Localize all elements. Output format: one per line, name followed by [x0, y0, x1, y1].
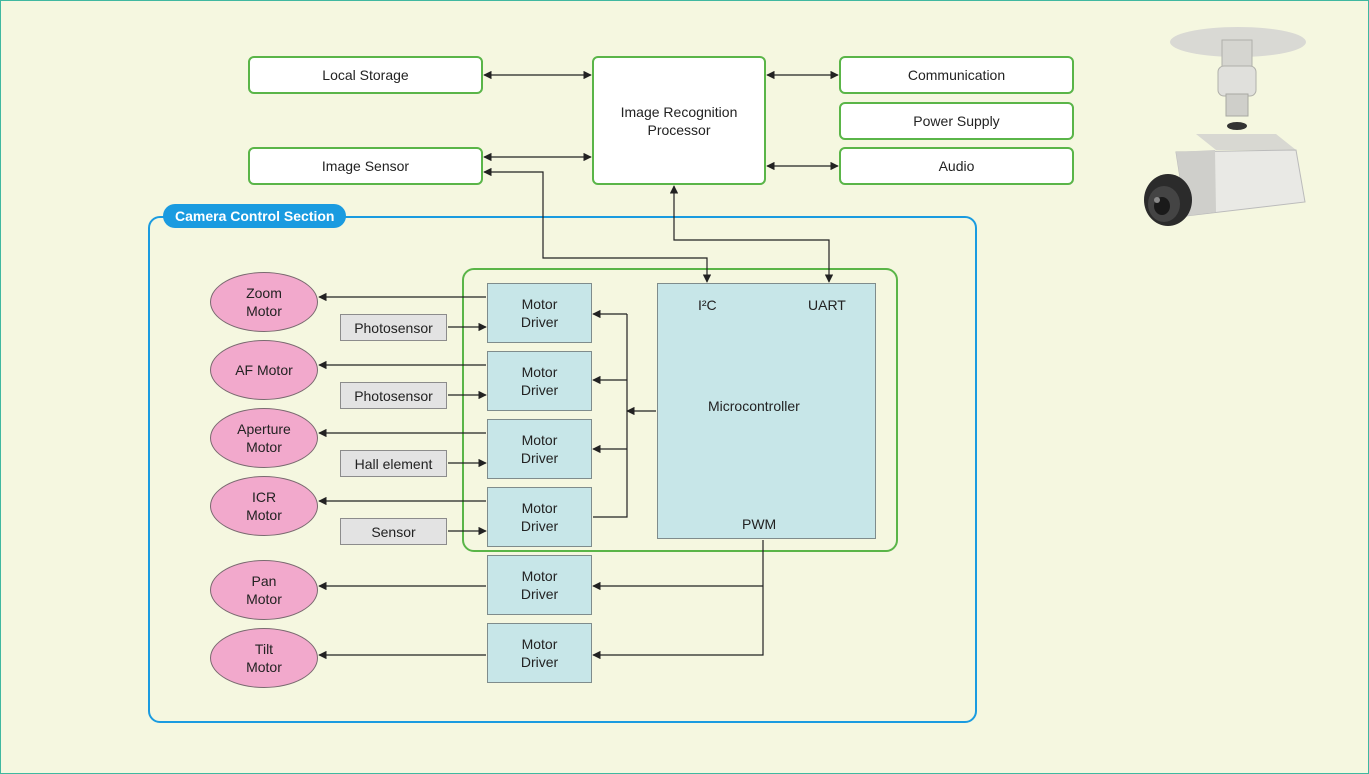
- image-recognition-processor-box: Image Recognition Processor: [592, 56, 766, 185]
- icr-motor-driver: Motor Driver: [487, 487, 592, 547]
- aperture-motor-driver: Motor Driver: [487, 419, 592, 479]
- pan-motor-driver: Motor Driver: [487, 555, 592, 615]
- zoom-motor: Zoom Motor: [210, 272, 318, 332]
- zoom-motor-driver: Motor Driver: [487, 283, 592, 343]
- audio-box: Audio: [839, 147, 1074, 185]
- uart-label: UART: [808, 297, 846, 313]
- tilt-motor-driver: Motor Driver: [487, 623, 592, 683]
- image-sensor-box: Image Sensor: [248, 147, 483, 185]
- section-title: Camera Control Section: [163, 204, 347, 228]
- photosensor-zoom: Photosensor: [340, 314, 447, 341]
- photosensor-af: Photosensor: [340, 382, 447, 409]
- processor-uart-link: [669, 185, 834, 283]
- pan-motor: Pan Motor: [210, 560, 318, 620]
- af-motor-driver: Motor Driver: [487, 351, 592, 411]
- icr-motor: ICR Motor: [210, 476, 318, 536]
- hall-element-sensor: Hall element: [340, 450, 447, 477]
- af-motor: AF Motor: [210, 340, 318, 400]
- security-camera-icon: [1144, 27, 1306, 226]
- pwm-label: PWM: [742, 516, 777, 532]
- microcontroller-box: [657, 283, 876, 539]
- i2c-label: I²C: [698, 297, 717, 313]
- tilt-motor: Tilt Motor: [210, 628, 318, 688]
- microcontroller-label: Microcontroller: [708, 398, 800, 414]
- local-storage-box: Local Storage: [248, 56, 483, 94]
- communication-box: Communication: [839, 56, 1074, 94]
- icr-sensor: Sensor: [340, 518, 447, 545]
- power-supply-box: Power Supply: [839, 102, 1074, 140]
- aperture-motor: Aperture Motor: [210, 408, 318, 468]
